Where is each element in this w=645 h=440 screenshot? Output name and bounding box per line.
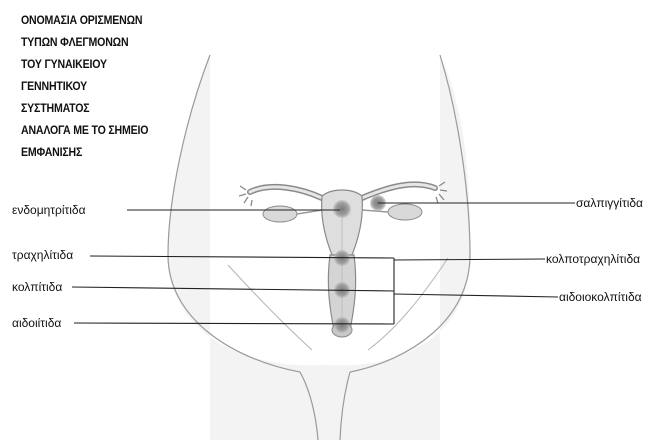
diagram-title: ΟΝΟΜΑΣΙΑ ΟΡΙΣΜΕΝΩΝ ΤΥΠΩΝ ΦΛΕΓΜΟΝΩΝ ΤΟΥ Γ… [21, 10, 196, 164]
title-line: ΣΥΣΤΗΜΑΤΟΣ [21, 98, 196, 120]
label-cervicitis: τραχηλίτιδα [12, 248, 73, 262]
title-line: ΑΝΑΛΟΓΑ ΜΕ ΤΟ ΣΗΜΕΙΟ [21, 120, 196, 142]
label-colpocervicitis: κολποτραχηλίτιδα [546, 252, 640, 266]
title-line: ΕΜΦΑΝΙΣΗΣ [21, 142, 196, 164]
title-line: ΤΥΠΩΝ ΦΛΕΓΜΟΝΩΝ [21, 32, 196, 54]
label-vulvitis: αιδοιίτιδα [12, 316, 61, 330]
title-line: ΤΟΥ ΓΥΝΑΙΚΕΙΟΥ [21, 54, 196, 76]
label-salpingitis: σαλπιγγίτιδα [576, 196, 643, 210]
body-silhouette [168, 55, 470, 440]
spot-endometrium [333, 200, 351, 218]
label-colpitis: κολπίτιδα [12, 280, 62, 294]
leader-vulvovaginitis [394, 294, 558, 297]
title-line: ΟΝΟΜΑΣΙΑ ΟΡΙΣΜΕΝΩΝ [21, 10, 196, 32]
label-vulvovaginitis: αιδοιοκολπίτιδα [559, 290, 642, 304]
leader-colpocervicitis [394, 259, 545, 260]
spot-vulva [334, 317, 350, 333]
label-endometritis: ενδομητρίτιδα [12, 203, 86, 217]
title-line: ΓΕΝΝΗΤΙΚΟΥ [21, 76, 196, 98]
